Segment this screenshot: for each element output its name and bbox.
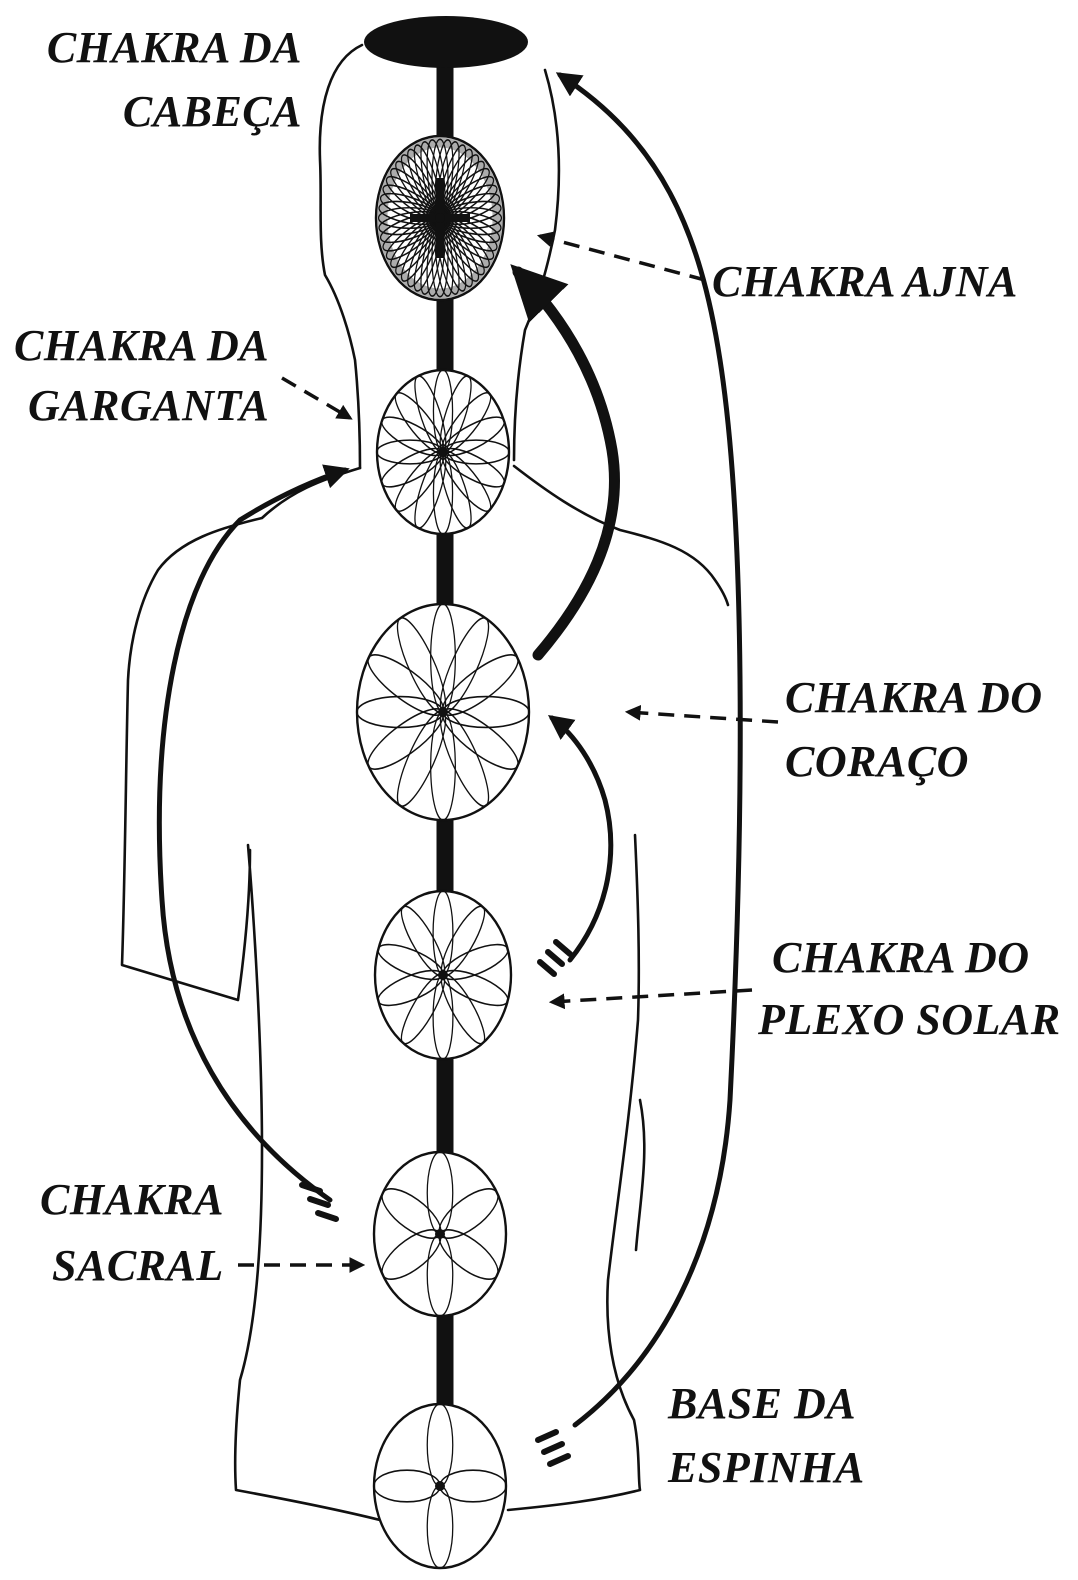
left-shoulder-arm <box>122 468 380 1520</box>
base-da-espinha-symbol <box>374 1404 506 1568</box>
label-garganta-line2: GARGANTA <box>28 381 269 430</box>
pointer-plexo <box>552 990 752 1002</box>
label-sacral-line1: CHAKRA <box>40 1175 224 1224</box>
label-garganta-line1: CHAKRA DA <box>14 321 269 370</box>
chakra-da-cabeca-symbol <box>364 16 528 68</box>
label-sacral-line2: SACRAL <box>52 1241 224 1290</box>
chakra-do-coracao-center <box>438 707 448 717</box>
label-base-line1: BASE DA <box>667 1379 856 1428</box>
chakra-da-garganta-center <box>438 447 448 457</box>
label-coracao-line2: CORAÇO <box>785 737 969 786</box>
flow-heart-to-ajna <box>518 272 614 655</box>
pointer-coracao <box>628 712 778 722</box>
chakra-do-plexo-solar-center <box>438 970 448 980</box>
flow-solar-to-heart <box>552 718 611 960</box>
base-da-espinha-center <box>435 1481 445 1491</box>
chakra-ajna-center <box>435 213 445 223</box>
flow-sacral-to-throat <box>159 470 345 1200</box>
label-cabeca-line1: CHAKRA DA <box>47 23 302 72</box>
chakra-sacral-symbol <box>374 1152 506 1316</box>
chakra-do-plexo-solar-symbol <box>375 891 511 1059</box>
chakra-sacral-center <box>435 1229 445 1239</box>
label-ajna: CHAKRA AJNA <box>712 257 1018 306</box>
chakra-ajna-symbol <box>376 136 504 300</box>
label-base-line2: ESPINHA <box>667 1443 865 1492</box>
chakra-da-garganta-symbol <box>377 370 509 534</box>
right-shoulder-arm <box>508 466 728 1510</box>
pointer-garganta <box>282 378 350 418</box>
labels: CHAKRA DA CABEÇA CHAKRA AJNA CHAKRA DA G… <box>14 23 1061 1492</box>
label-cabeca-line2: CABEÇA <box>123 87 302 136</box>
label-plexo-line1: CHAKRA DO <box>772 933 1030 982</box>
chakra-do-coracao-symbol <box>357 604 529 820</box>
chakra-da-cabeca-disc <box>364 16 528 68</box>
pointer-ajna <box>540 236 705 280</box>
label-coracao-line1: CHAKRA DO <box>785 673 1043 722</box>
right-torso-edge <box>636 1100 644 1250</box>
label-plexo-line2: PLEXO SOLAR <box>757 995 1061 1044</box>
